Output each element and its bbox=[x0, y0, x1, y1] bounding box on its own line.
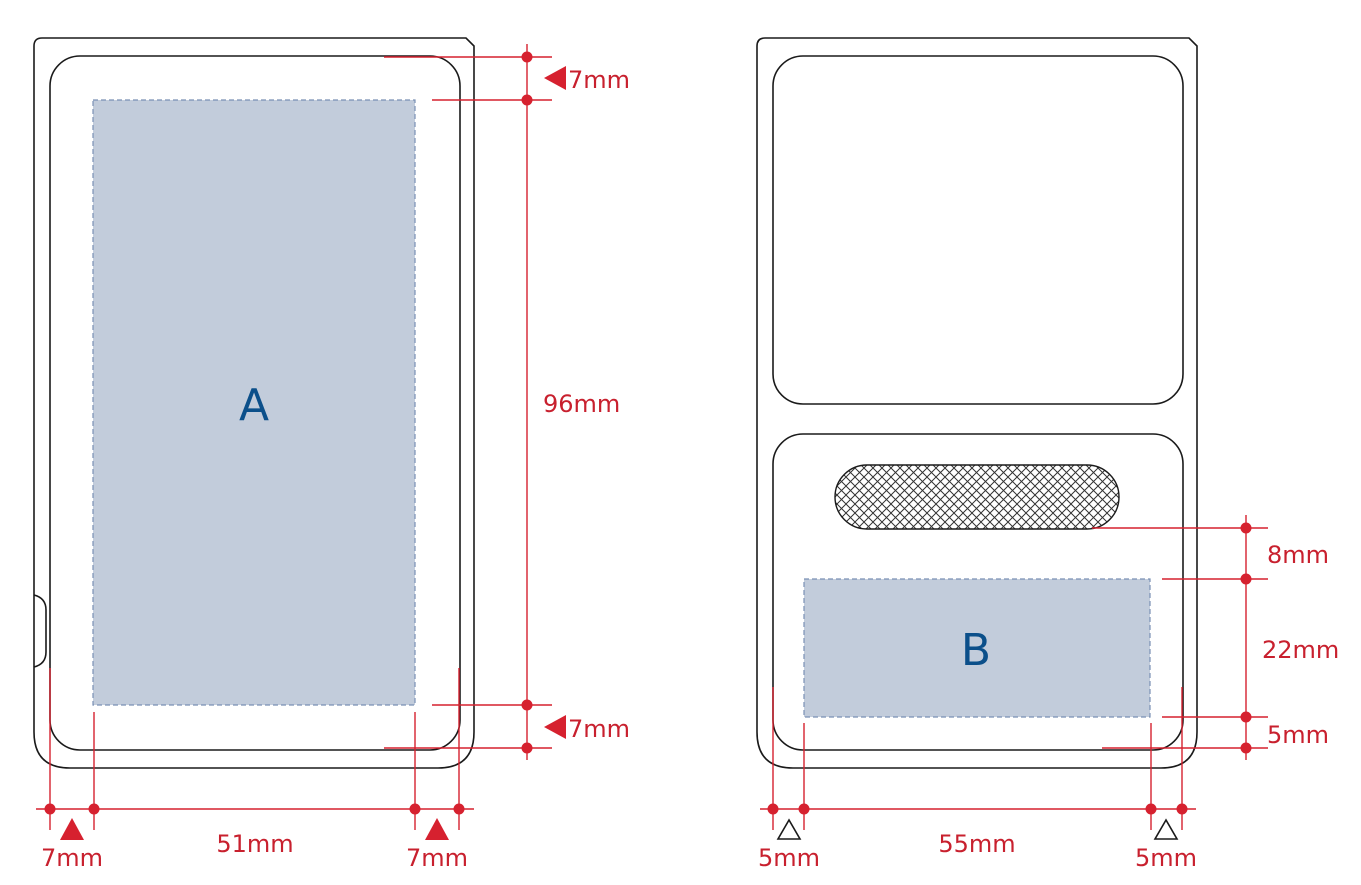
back-width-label: 55mm bbox=[938, 830, 1015, 858]
back-vertical-dimensions bbox=[1092, 515, 1268, 760]
print-area-b bbox=[803, 578, 1151, 718]
print-area-a bbox=[92, 99, 416, 706]
front-card: A bbox=[33, 37, 475, 769]
arrow-left-icon bbox=[544, 66, 566, 90]
front-vertical-dimensions bbox=[384, 44, 566, 760]
print-area-a-label: A bbox=[239, 380, 269, 431]
back-horizontal-dimensions bbox=[760, 687, 1196, 840]
triangle-outline-icon bbox=[1153, 818, 1179, 840]
arrow-up-icon bbox=[425, 818, 449, 840]
back-card: B bbox=[756, 37, 1198, 769]
arrow-left-icon bbox=[544, 715, 566, 739]
front-bottom-margin-label: 7mm bbox=[568, 715, 630, 743]
front-left-margin-label: 7mm bbox=[41, 844, 103, 872]
back-bottom-margin-label: 5mm bbox=[1267, 721, 1329, 749]
back-right-margin-label: 5mm bbox=[1135, 844, 1197, 872]
front-top-margin-label: 7mm bbox=[568, 66, 630, 94]
back-height-label: 22mm bbox=[1262, 636, 1339, 664]
arrow-up-icon bbox=[60, 818, 84, 840]
back-gap-label: 8mm bbox=[1267, 541, 1329, 569]
front-height-label: 96mm bbox=[543, 390, 620, 418]
front-right-margin-label: 7mm bbox=[406, 844, 468, 872]
grip-pad bbox=[834, 464, 1120, 530]
print-area-b-label: B bbox=[961, 625, 991, 676]
back-left-margin-label: 5mm bbox=[758, 844, 820, 872]
front-horizontal-dimensions bbox=[36, 668, 474, 840]
triangle-outline-icon bbox=[776, 818, 802, 840]
front-width-label: 51mm bbox=[216, 830, 293, 858]
